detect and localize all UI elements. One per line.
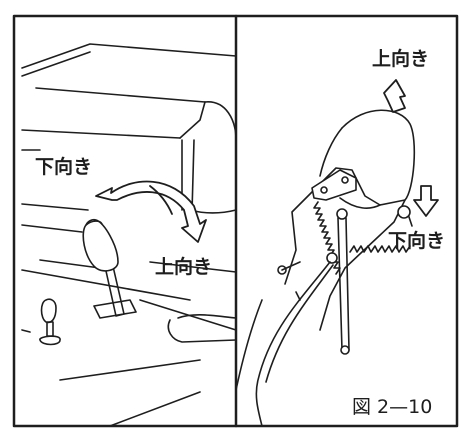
left-down-label: 下向き [35, 156, 93, 178]
left-up-label: 上向き [155, 256, 213, 278]
right-up-arrow-icon [383, 79, 406, 113]
right-up-label: 上向き [372, 48, 430, 70]
right-panel-drawing [235, 79, 439, 427]
figure-caption: 図 2—10 [352, 396, 433, 418]
right-down-arrow-icon [413, 185, 439, 217]
cable [255, 261, 331, 427]
spring-right [349, 245, 411, 253]
lever-grip [82, 218, 119, 272]
right-down-label: 下向き [388, 230, 446, 252]
left-double-arrow-icon [95, 180, 207, 243]
left-panel-drawing [21, 43, 237, 427]
adjust-rod [337, 217, 350, 351]
toggle-switch-icon [39, 298, 61, 346]
